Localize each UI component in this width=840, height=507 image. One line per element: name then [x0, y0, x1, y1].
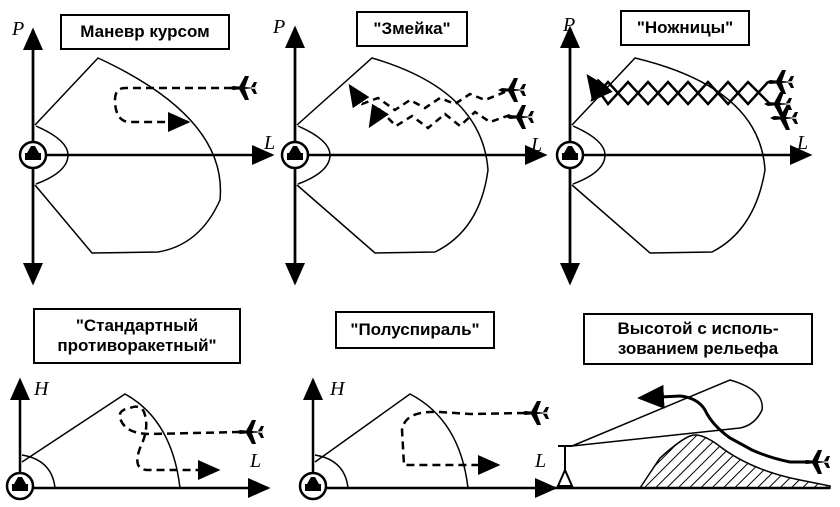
axis-p-label: P	[12, 18, 25, 40]
axis-p-label: P	[273, 16, 286, 38]
panel-terrain-masking	[548, 379, 831, 490]
aircraft-icon	[236, 420, 264, 444]
panel-3-title: "Ножницы"	[620, 10, 750, 46]
axis-l-label: L	[535, 450, 547, 472]
panel-4-title: "Стандартный противоракетный"	[33, 308, 241, 364]
detection-zone	[571, 379, 763, 447]
axis-p-label: P	[563, 14, 576, 36]
axis-h-label: H	[34, 378, 49, 400]
panel-1-title: Маневр курсом	[60, 14, 230, 50]
aircraft-icon	[521, 401, 549, 425]
axis-l-label: L	[531, 134, 543, 156]
panel-snake	[280, 25, 548, 286]
aircraft-icon	[770, 106, 798, 130]
flight-path-upper	[348, 83, 506, 112]
aircraft-icon	[229, 76, 257, 100]
axis-l-label: L	[797, 132, 809, 154]
ground-radar-icon	[556, 445, 574, 487]
axis-h-label: H	[330, 378, 345, 400]
aircraft-icon	[766, 70, 794, 94]
flight-path	[113, 86, 232, 132]
flight-path-b	[586, 73, 771, 106]
panel-standard-antimissile	[5, 377, 271, 501]
flight-path	[400, 410, 526, 475]
aircraft-icon	[506, 105, 534, 129]
panel-half-spiral	[298, 377, 558, 501]
axis-l-label: L	[250, 450, 262, 472]
detection-zone	[34, 57, 222, 254]
axis-l-label: L	[264, 132, 276, 154]
aircraft-icon	[498, 78, 526, 102]
panel-scissors	[555, 25, 813, 286]
terrain-relief	[638, 434, 831, 489]
aircraft-icon	[802, 450, 830, 474]
aircraft-icon	[764, 92, 792, 116]
panel-course-maneuver	[18, 27, 275, 286]
flight-path	[637, 384, 805, 464]
flight-path-lower	[368, 103, 511, 130]
dead-zone-arc	[35, 125, 69, 185]
panel-5-title: "Полуспираль"	[335, 311, 495, 349]
panel-2-title: "Змейка"	[356, 11, 468, 47]
radar-site-icon	[18, 140, 48, 170]
panel-6-title: Высотой с исполь- зованием рельефа	[583, 313, 813, 365]
flight-path	[118, 405, 241, 480]
